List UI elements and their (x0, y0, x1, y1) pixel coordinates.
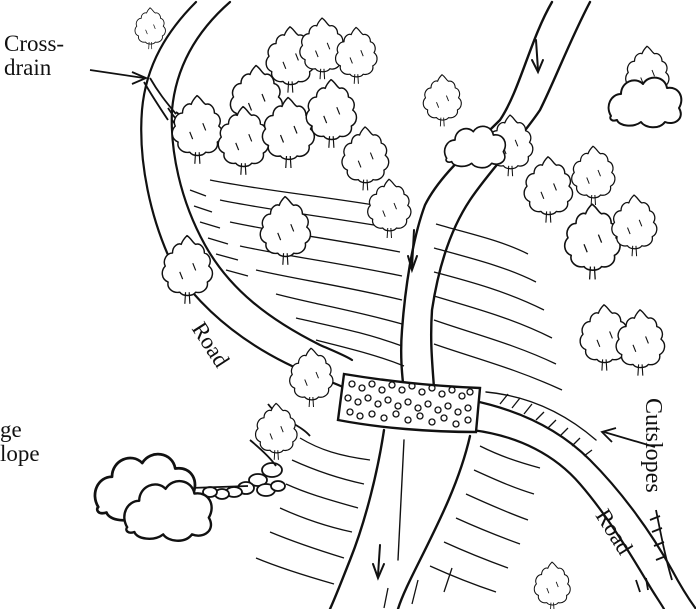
culvert-rock-fill (338, 374, 480, 432)
slope-label: ge lope (0, 418, 40, 466)
trees (135, 8, 669, 609)
slope-label-line1: ge (0, 418, 40, 442)
slope-label-line2: lope (0, 442, 40, 466)
cross-drain-label-line1: Cross- (4, 32, 64, 56)
cross-drain-label-line2: drain (4, 56, 64, 80)
cutslopes-label: Cutslopes (640, 398, 665, 493)
cross-drain (90, 70, 184, 128)
cross-drain-label: Cross- drain (4, 32, 64, 80)
rock-slope (203, 404, 310, 499)
